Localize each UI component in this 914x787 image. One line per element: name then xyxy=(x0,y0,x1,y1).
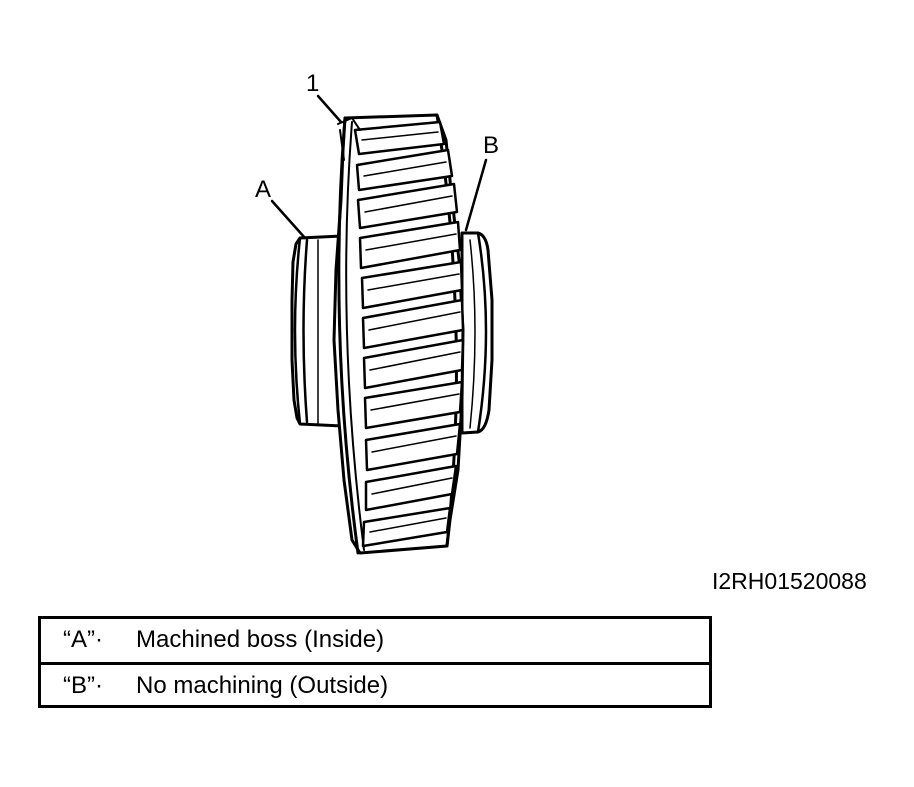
callout-a: A xyxy=(255,176,272,203)
gear-body xyxy=(332,113,465,555)
leader-line-b xyxy=(464,158,488,232)
legend-table: “A”· Machined boss (Inside) “B”· No mach… xyxy=(38,616,712,708)
legend-description: Machined boss (Inside) xyxy=(136,626,385,653)
callout-b: B xyxy=(483,132,500,159)
figure-id: I2RH01520088 xyxy=(712,568,867,594)
legend-row-a: “A”· Machined boss (Inside) xyxy=(41,619,709,662)
legend-description: No machining (Outside) xyxy=(136,672,389,699)
legend-row-b: “B”· No machining (Outside) xyxy=(41,662,709,705)
inside-boss xyxy=(290,234,350,428)
legend-key: “A”· xyxy=(63,626,103,653)
leader-line-part-1 xyxy=(316,94,343,124)
legend-key: “B”· xyxy=(63,672,103,699)
outside-boss xyxy=(460,231,494,435)
leader-line-a xyxy=(270,199,307,240)
callout-part-1: 1 xyxy=(306,70,320,97)
